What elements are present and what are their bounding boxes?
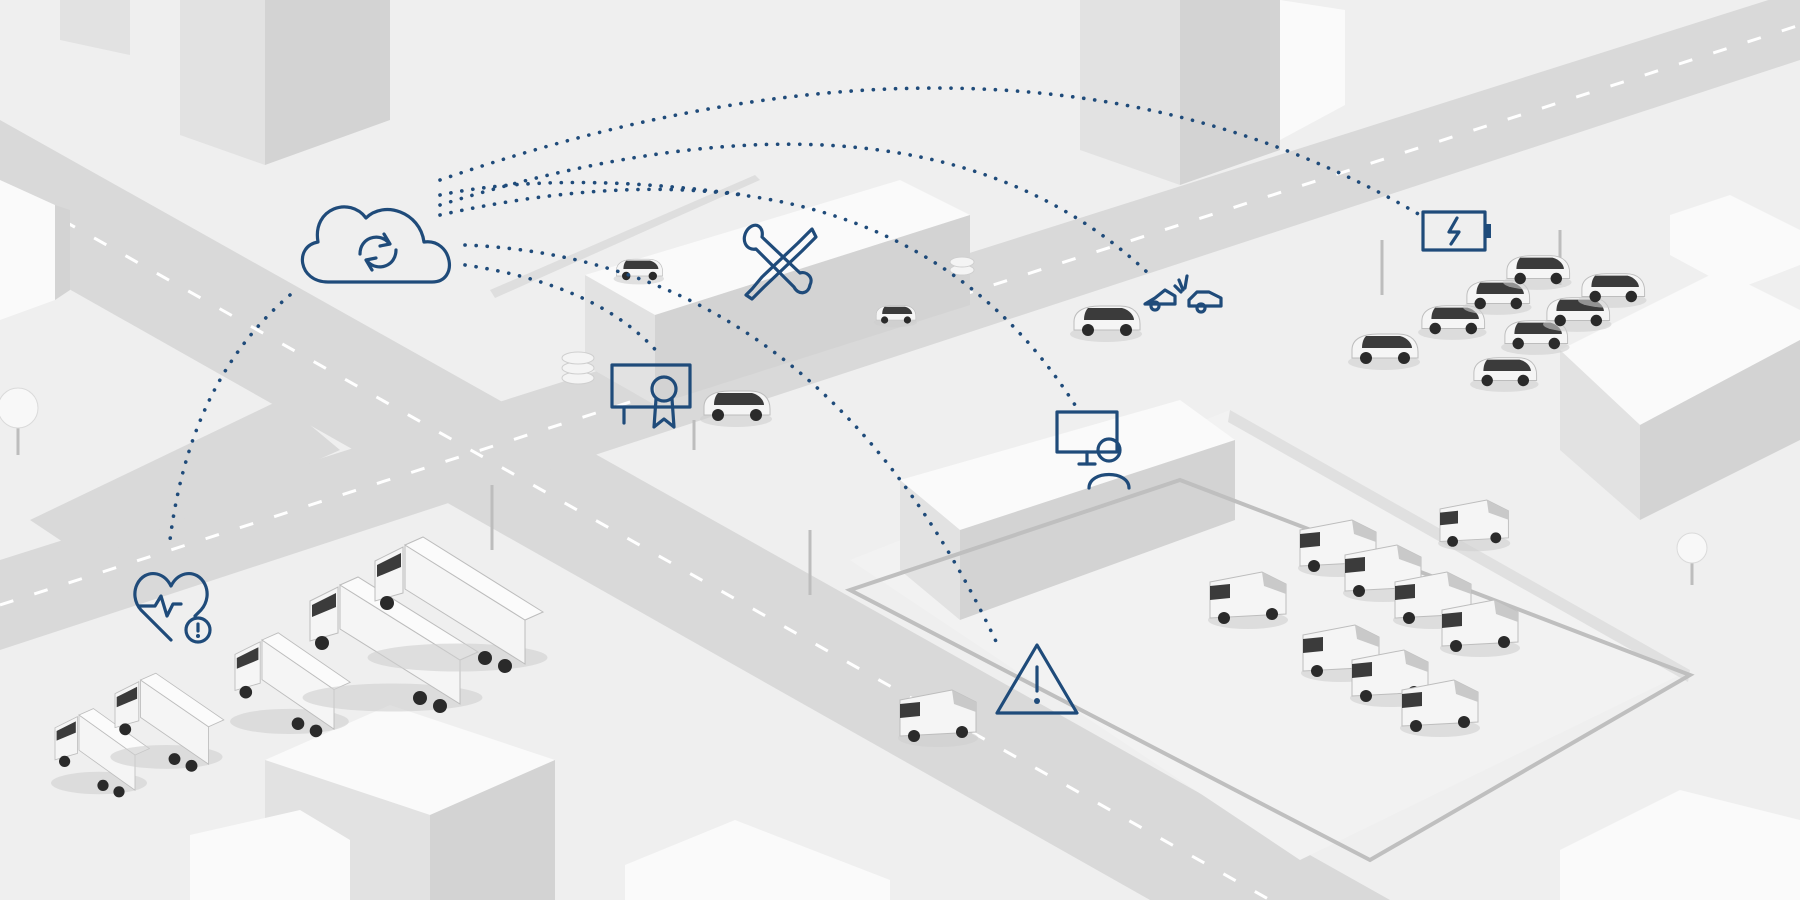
- remote-operator-icon: [1055, 410, 1131, 490]
- truck: [230, 632, 352, 738]
- car: [1470, 357, 1539, 392]
- tower-far-left: [60, 0, 130, 55]
- building-bottom-left: [190, 705, 555, 900]
- link-health: [168, 293, 292, 542]
- link-operator: [438, 187, 1077, 407]
- car: [613, 258, 664, 285]
- link-tools: [438, 180, 747, 197]
- link-battery: [438, 86, 1422, 217]
- van-group: [898, 499, 1520, 747]
- truck: [51, 708, 151, 798]
- cloud-sync-icon: [300, 205, 451, 284]
- health-alert-icon: [133, 572, 212, 644]
- van: [1440, 599, 1520, 657]
- truck: [367, 536, 548, 673]
- tree-right: [1676, 532, 1708, 585]
- certificate-icon: [610, 363, 692, 429]
- service-building: [490, 175, 970, 405]
- car-group: [613, 255, 1647, 427]
- car: [873, 305, 917, 328]
- battery-charging-icon: [1421, 210, 1491, 252]
- tire-stack: [561, 256, 975, 385]
- building-bottom-center: [625, 820, 890, 900]
- car: [700, 390, 772, 427]
- side-road: [30, 400, 340, 560]
- van: [1400, 679, 1480, 737]
- collision-icon: [1143, 274, 1223, 314]
- building-bottom-right: [1560, 790, 1800, 900]
- van: [898, 689, 978, 747]
- car: [1578, 273, 1647, 308]
- link-certificate: [463, 263, 662, 357]
- car: [1503, 255, 1572, 290]
- building-left-edge: [0, 180, 70, 320]
- van: [1438, 499, 1511, 552]
- car: [1543, 297, 1612, 332]
- car: [1070, 305, 1142, 342]
- operator-building: [844, 400, 1695, 863]
- warehouse-right: [1560, 195, 1800, 520]
- tree-left: [0, 387, 39, 455]
- main-road: [0, 120, 1390, 900]
- van: [1208, 571, 1288, 629]
- lane-marking-main: [0, 183, 1271, 900]
- link-warning: [463, 243, 1002, 652]
- tower-left: [180, 0, 390, 165]
- warning-icon: [995, 643, 1079, 715]
- truck-group: [51, 536, 548, 798]
- car: [1348, 333, 1420, 370]
- tools-icon: [742, 223, 818, 301]
- tower-right: [1080, 0, 1345, 185]
- truck: [110, 672, 225, 772]
- connection-arcs: [168, 86, 1422, 652]
